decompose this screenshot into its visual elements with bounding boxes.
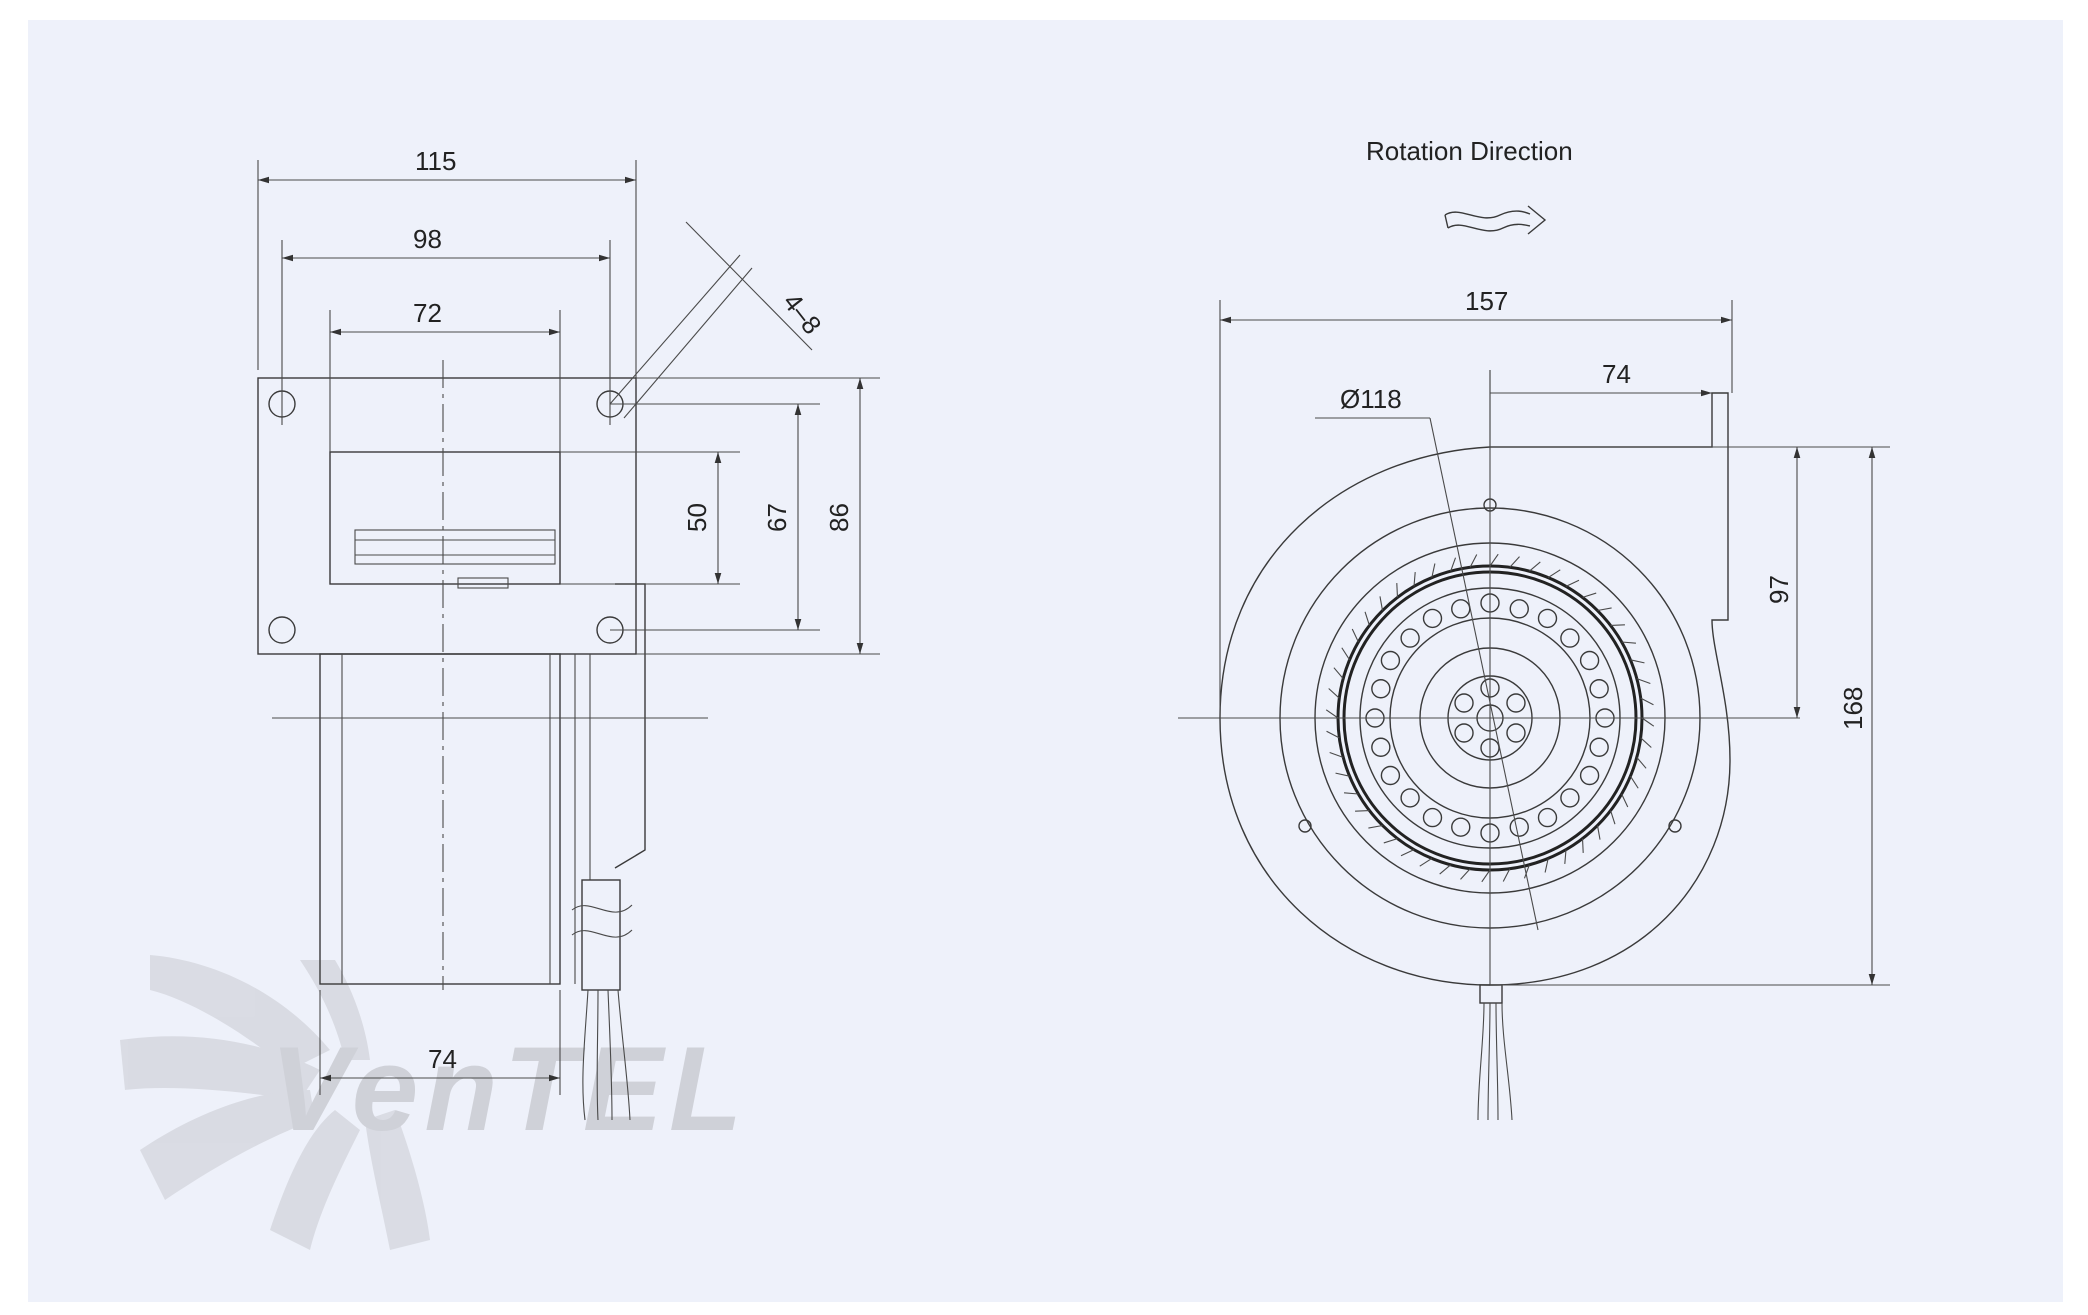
blade-tick (1636, 678, 1651, 685)
blade-tick (1355, 809, 1370, 812)
hub-hole (1454, 693, 1474, 713)
blade-tick (1351, 628, 1359, 643)
dim-height-67: 67 (762, 503, 792, 532)
dim-height-50: 50 (682, 503, 712, 532)
ring-hole (1371, 679, 1391, 699)
dim-height-97: 97 (1764, 575, 1794, 604)
blade-tick (1413, 572, 1416, 587)
ring-hole (1560, 788, 1580, 808)
dim-diameter-118: Ø118 (1340, 384, 1402, 414)
dim-depth-74: 74 (428, 1044, 457, 1074)
blade-tick (1341, 647, 1351, 661)
ring-hole (1400, 788, 1420, 808)
hub-hole (1506, 723, 1526, 743)
blade-tick (1528, 561, 1541, 572)
blade-tick (1481, 869, 1491, 883)
blade-tick (1621, 793, 1629, 808)
side-view: 115 98 72 4–8 50 67 86 74 (257, 146, 880, 1121)
ring-hole (1589, 737, 1609, 757)
ring-hole (1380, 765, 1401, 786)
blade-ring-holes (1365, 593, 1615, 843)
front-dimensions: 157 74 Ø118 97 168 (1220, 286, 1876, 985)
blade-tick (1582, 592, 1597, 598)
blade-tick (1596, 825, 1601, 840)
dim-height-168: 168 (1838, 687, 1868, 730)
blade-tick (1547, 569, 1561, 579)
front-view: Rotation Direction (1178, 136, 1890, 1121)
dim-width-72: 72 (413, 298, 442, 328)
blade-tick (1610, 624, 1625, 627)
blade-tick (1328, 688, 1340, 699)
blade-tick (1364, 611, 1370, 626)
watermark-fan-icon (120, 955, 430, 1250)
blade-tick (1621, 641, 1636, 644)
ring-hole (1537, 807, 1558, 828)
blade-tick (1641, 717, 1655, 727)
ring-hole (1400, 628, 1420, 648)
ring-hole (1422, 608, 1443, 629)
dim-width-157: 157 (1465, 286, 1508, 316)
ring-hole (1451, 817, 1471, 837)
blade-tick (1325, 709, 1339, 719)
blade-tick (1630, 659, 1645, 664)
blade-tick (1383, 838, 1398, 844)
dim-width-115: 115 (415, 146, 456, 176)
ring-hole (1560, 628, 1580, 648)
dim-width-98: 98 (413, 224, 442, 254)
blade-tick (1419, 857, 1433, 867)
watermark-logo: VenTEL (120, 955, 748, 1250)
hub-hole (1454, 723, 1474, 743)
blade-tick (1396, 583, 1399, 598)
dim-height-86: 86 (824, 503, 854, 532)
ring-hole (1537, 608, 1558, 629)
ring-hole (1589, 679, 1609, 699)
dim-offset-74: 74 (1602, 359, 1631, 389)
rotation-direction-label: Rotation Direction (1366, 136, 1573, 166)
blade-tick (1636, 756, 1647, 769)
blade-tick (1564, 849, 1567, 864)
ring-hole (1422, 807, 1443, 828)
blade-tick (1597, 607, 1612, 612)
ring-hole (1380, 650, 1401, 671)
blade-tick (1450, 557, 1457, 572)
blade-tick (1581, 838, 1584, 853)
blade-tick (1333, 667, 1344, 680)
blade-tick (1502, 868, 1511, 882)
blade-tick (1640, 697, 1654, 706)
ring-hole (1579, 650, 1600, 671)
rotation-arrow-icon (1444, 205, 1547, 235)
blade-tick (1326, 730, 1340, 739)
blade-tick (1523, 864, 1530, 879)
blade-ticks (1325, 553, 1655, 883)
blade-tick (1335, 772, 1350, 777)
blade-tick (1368, 824, 1383, 829)
blade-tick (1460, 868, 1471, 880)
blade-tick (1565, 579, 1580, 587)
blade-tick (1544, 858, 1549, 873)
drawing-panel (28, 20, 2063, 1302)
ring-hole (1371, 737, 1391, 757)
blade-tick (1489, 553, 1499, 567)
ring-hole (1509, 817, 1529, 837)
blade-tick (1344, 792, 1359, 795)
ring-hole (1579, 765, 1600, 786)
blade-tick (1469, 554, 1478, 568)
blade-tick (1610, 810, 1616, 825)
blade-tick (1379, 596, 1384, 611)
hub-hole (1506, 693, 1526, 713)
ring-hole (1509, 599, 1529, 619)
blade-tick (1509, 556, 1520, 568)
blade-tick (1329, 751, 1344, 758)
blade-tick (1640, 737, 1652, 748)
blade-tick (1439, 864, 1452, 875)
blade-tick (1400, 849, 1415, 857)
blade-tick (1431, 563, 1436, 578)
watermark-text: VenTEL (270, 1022, 748, 1156)
blade-tick (1629, 775, 1639, 789)
